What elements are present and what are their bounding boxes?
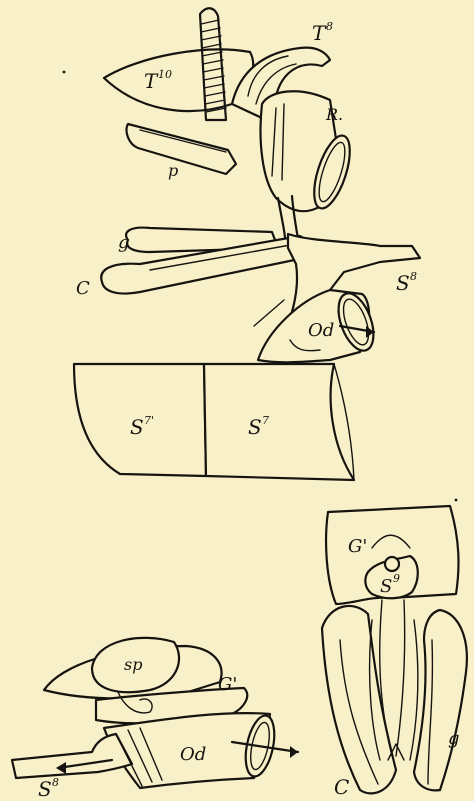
label-g: g: [118, 232, 130, 253]
label-t8-sup: 8: [326, 20, 333, 33]
label-r: R.: [325, 105, 343, 124]
label-t10: T: [144, 69, 159, 93]
label-od-lower: Od: [180, 744, 206, 765]
tergite-10: [104, 50, 253, 112]
label-od: Od: [308, 320, 334, 341]
label-p: p: [168, 161, 178, 180]
label-g-right: g: [448, 728, 460, 749]
sternite-9-knob: [385, 557, 399, 571]
label-s7-right-sup: 7: [262, 414, 269, 427]
label-c-right: C: [334, 775, 349, 799]
label-s8-lower-sup: 8: [52, 776, 59, 789]
left-valve-c: [322, 606, 396, 793]
label-s8-sup: 8: [410, 270, 417, 283]
stray-dot: [455, 499, 458, 502]
label-s7-right: S: [248, 415, 262, 439]
label-g-prime-right: G': [348, 536, 367, 557]
label-s7-left-sup: 7': [144, 414, 154, 427]
label-s9: S: [380, 576, 392, 597]
label-s9-sup: 9: [393, 572, 400, 585]
label-s8: S: [396, 271, 410, 295]
label-t10-sup: 10: [158, 68, 172, 81]
right-valve-g: [414, 610, 467, 790]
sternite-7-right: [204, 364, 354, 480]
label-s7-left: S: [130, 415, 144, 439]
label-g-prime-left: G': [218, 674, 237, 695]
plate-p: [126, 124, 236, 174]
label-sp: sp: [124, 655, 142, 674]
lower-left-figure: [12, 638, 298, 788]
sternite-8-lower: [12, 734, 132, 778]
label-t8: T: [312, 21, 327, 45]
label-c: C: [76, 278, 90, 299]
lower-right-figure: [322, 506, 467, 793]
label-s8-lower: S: [38, 777, 52, 801]
stray-dot: [63, 71, 66, 74]
